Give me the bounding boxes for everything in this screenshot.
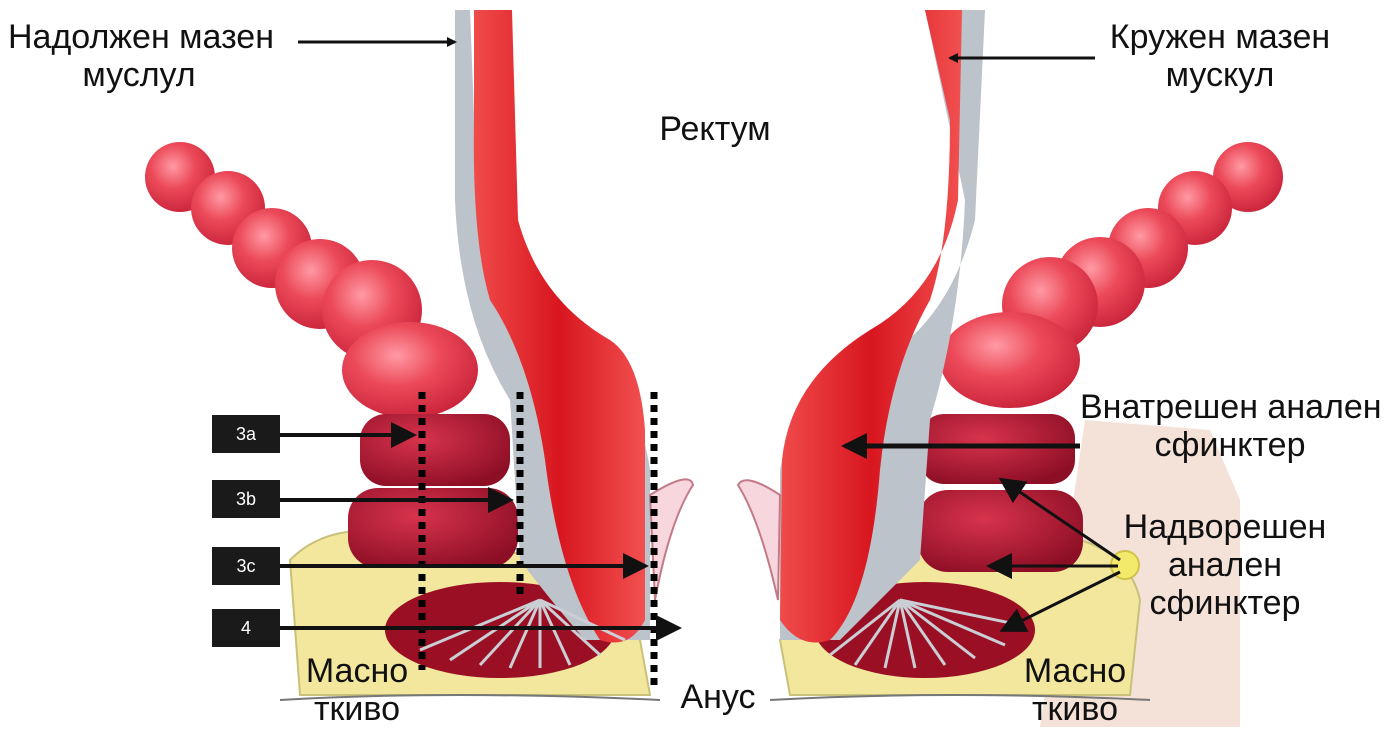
label-circular-muscle: Кружен мазен мускул <box>1100 18 1340 94</box>
label-longitudinal-muscle-line2: муслул <box>8 56 270 94</box>
label-fat-tissue-right: Масно ткиво <box>1010 652 1140 728</box>
label-fat-right-line1: Масно <box>1010 652 1140 690</box>
grade-tag-4: 4 <box>212 609 280 647</box>
label-longitudinal-muscle: Надолжен мазен муслул <box>8 18 270 94</box>
label-fat-left-line1: Масно <box>292 652 422 690</box>
label-external-sphincter: Надворешен анален сфинктер <box>1115 508 1335 622</box>
grade-tag-3c: 3c <box>212 547 280 585</box>
label-fat-right-line2: ткиво <box>1010 690 1140 728</box>
label-external-sphincter-line3: сфинктер <box>1115 584 1335 622</box>
label-external-sphincter-line1: Надворешен <box>1115 508 1335 546</box>
label-external-sphincter-line2: анален <box>1115 546 1335 584</box>
label-fat-tissue-left: Масно ткиво <box>292 652 422 728</box>
label-rectum: Ректум <box>655 110 775 148</box>
label-internal-sphincter-line1: Внатрешен анален <box>1080 388 1380 426</box>
grade-tag-3b: 3b <box>212 480 280 518</box>
label-circular-muscle-line2: мускул <box>1100 56 1340 94</box>
left-levator-muscle <box>145 142 478 418</box>
right-levator-muscle <box>940 142 1283 408</box>
right-anal-flap <box>738 480 780 600</box>
label-internal-sphincter: Внатрешен анален сфинктер <box>1080 388 1380 464</box>
grade-tag-3a: 3a <box>212 415 280 453</box>
label-internal-sphincter-line2: сфинктер <box>1080 426 1380 464</box>
label-fat-left-line2: ткиво <box>292 690 422 728</box>
label-circular-muscle-line1: Кружен мазен <box>1100 18 1340 56</box>
label-anus: Анус <box>668 678 768 716</box>
label-longitudinal-muscle-line1: Надолжен мазен <box>8 18 270 56</box>
